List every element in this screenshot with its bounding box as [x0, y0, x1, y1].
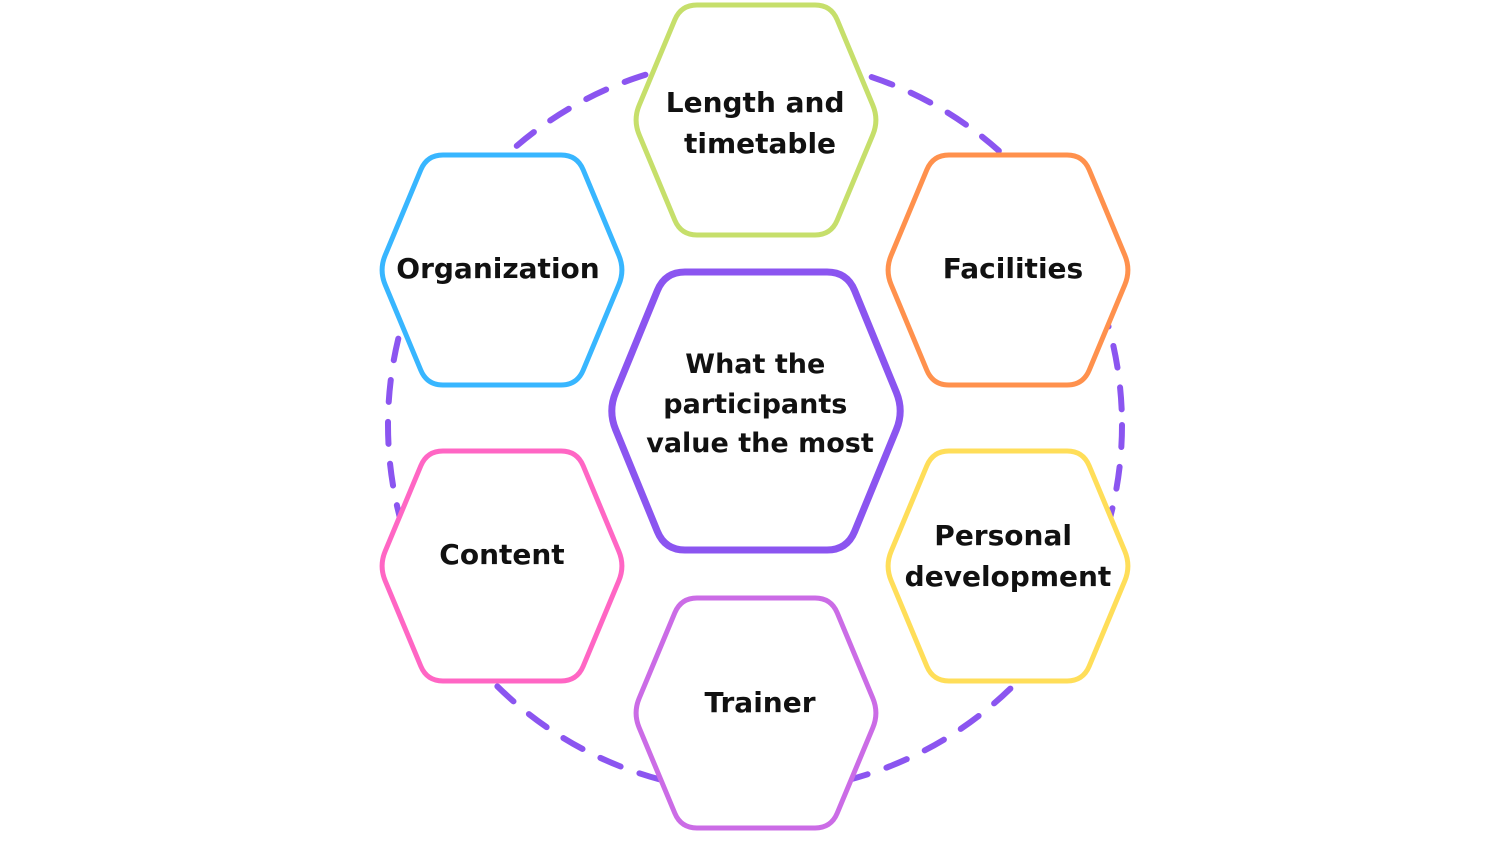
- content-hexagon: [379, 448, 625, 684]
- center-label-line: participants: [663, 389, 847, 420]
- content-label-line: Content: [439, 538, 564, 571]
- node-facilities: Facilities: [885, 152, 1131, 388]
- trainer-hexagon: [633, 595, 879, 831]
- center-label: What the participants value the most: [646, 349, 874, 459]
- organization-hexagon: [379, 152, 625, 388]
- content-label: Content: [439, 538, 564, 571]
- length-and-timetable-label-line: Length and: [666, 86, 845, 119]
- trainer-label-line: Trainer: [704, 686, 815, 719]
- center-label-line: value the most: [646, 428, 874, 459]
- personal-development-hexagon: [885, 448, 1131, 684]
- node-organization: Organization: [379, 152, 625, 388]
- personal-development-label: Personal development: [905, 519, 1112, 593]
- trainer-label: Trainer: [704, 686, 815, 719]
- center-hexagon-shape: [608, 268, 904, 554]
- length-and-timetable-label-line: timetable: [684, 127, 836, 160]
- node-content: Content: [379, 448, 625, 684]
- length-and-timetable-label: Length and timetable: [666, 86, 855, 160]
- node-trainer: Trainer: [633, 595, 879, 831]
- organization-label-line: Organization: [396, 252, 599, 285]
- organization-label: Organization: [396, 252, 599, 285]
- length-and-timetable-hexagon: [633, 2, 879, 238]
- personal-development-label-line: Personal: [934, 519, 1072, 552]
- facilities-label: Facilities: [943, 252, 1083, 285]
- center-hexagon: What the participants value the most: [608, 268, 904, 554]
- node-length-and-timetable: Length and timetable: [633, 2, 879, 238]
- center-label-line: What the: [685, 349, 825, 380]
- facilities-label-line: Facilities: [943, 252, 1083, 285]
- node-personal-development: Personal development: [885, 448, 1131, 684]
- personal-development-label-line: development: [905, 560, 1112, 593]
- facilities-hexagon: [885, 152, 1131, 388]
